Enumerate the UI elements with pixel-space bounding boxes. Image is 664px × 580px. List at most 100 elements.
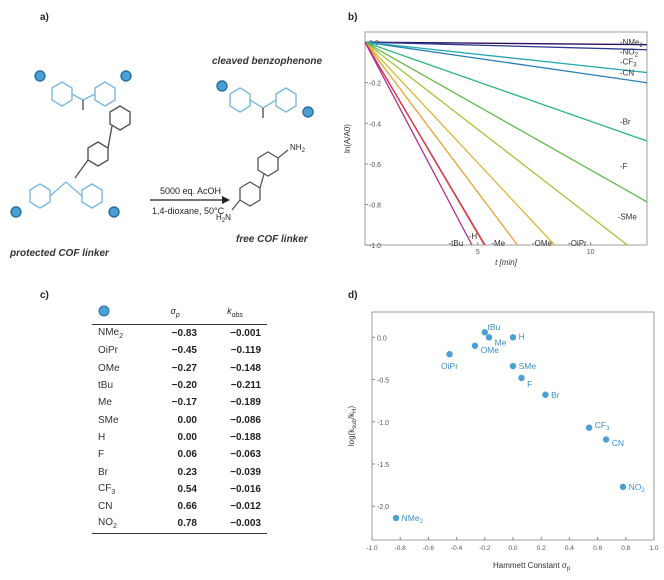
panel-label-c: c) xyxy=(40,290,49,301)
y-tick-label-b: -0.4 xyxy=(369,121,381,128)
series-line xyxy=(364,41,648,46)
table-row: H 0.00 −0.188 xyxy=(92,429,267,446)
substituent-cell: OMe xyxy=(98,362,120,374)
table-row: tBu−0.20−0.211 xyxy=(92,377,267,394)
substituent-cell: NO2 xyxy=(92,515,148,534)
nh2-bottom-label: H2N xyxy=(216,213,231,224)
k-obs-cell: −0.189 xyxy=(230,397,261,409)
data-point xyxy=(446,351,453,358)
x-tick-label-d: 1.0 xyxy=(649,545,658,552)
data-point xyxy=(602,436,610,443)
substituent-cell: F xyxy=(98,449,105,461)
y-tick-label-b: -0.2 xyxy=(369,81,381,88)
series-label: -H xyxy=(469,232,478,241)
substituent-cell: Me xyxy=(98,397,112,409)
series-label: -SMe xyxy=(618,213,638,222)
k-obs-cell: −0.003 xyxy=(202,515,267,534)
data-point xyxy=(542,391,549,398)
data-point xyxy=(485,334,493,341)
protected-linker-label: protected COF linker xyxy=(9,248,110,259)
k-obs-cell: −0.211 xyxy=(230,380,261,392)
x-tick-label-d: 0.4 xyxy=(565,545,574,552)
k-obs-cell: −0.119 xyxy=(230,345,261,357)
k-obs-cell: −0.086 xyxy=(230,414,261,426)
y-axis-label-b: ln(A/A0) xyxy=(343,124,352,153)
x-tick-label-d: -0.8 xyxy=(395,545,407,552)
data-point xyxy=(518,374,525,382)
sigma-cell: 0.00 xyxy=(177,414,197,426)
series-line xyxy=(364,41,648,51)
substituent-header-icon xyxy=(92,300,148,325)
arrow-head xyxy=(222,196,230,204)
substituent-cell: NMe2 xyxy=(98,327,124,341)
substituent-cell: OiPr xyxy=(98,345,118,357)
point-label: F xyxy=(527,379,532,389)
x-tick-label-d: 0.6 xyxy=(593,545,602,552)
point-label: Me xyxy=(495,337,507,347)
k-obs-cell: −0.063 xyxy=(230,449,261,461)
sigma-cell: −0.45 xyxy=(171,345,197,357)
sigma-cell: −0.27 xyxy=(171,362,197,374)
x-tick-label-b: 10 xyxy=(587,249,595,256)
plot-frame-d xyxy=(371,311,655,541)
point-label: OMe xyxy=(481,345,500,355)
k-obs-cell: −0.188 xyxy=(230,431,261,443)
x-tick-label-d: -0.4 xyxy=(451,545,463,552)
reaction-scheme: 5000 eq. AcOH 1,4-dioxane, 50°C cleaved … xyxy=(9,56,322,259)
point-label: tBu xyxy=(488,322,501,332)
sigma-cell: 0.66 xyxy=(177,501,197,513)
x-tick-label-d: -0.6 xyxy=(423,545,435,552)
series-line xyxy=(364,41,648,74)
point-label: H xyxy=(519,331,525,341)
sigma-cell: −0.83 xyxy=(171,328,197,340)
x-tick-label-d: -1.0 xyxy=(366,545,378,552)
series-line xyxy=(364,41,628,246)
panel-label-b: b) xyxy=(348,12,358,23)
substituent-cell: H xyxy=(98,431,106,443)
data-point xyxy=(585,424,593,431)
reagent-bottom-label: 1,4-dioxane, 50°C xyxy=(152,206,225,216)
series-label: -CF3 xyxy=(620,57,637,68)
x-axis-label-d: Hammett Constant σp xyxy=(493,561,571,572)
table-row: NMe2 −0.83 −0.001 xyxy=(92,325,267,343)
y-tick-label-b: -1.0 xyxy=(369,243,381,250)
table-row: OMe −0.27 −0.148 xyxy=(92,360,267,377)
point-label: CN xyxy=(612,438,624,448)
point-label: Br xyxy=(551,390,560,400)
sigma-cell: −0.17 xyxy=(171,397,197,409)
free-linker-structure xyxy=(231,149,289,211)
cleaved-benzophenone-structure xyxy=(216,80,314,118)
sigma-cell: 0.23 xyxy=(177,466,197,478)
series-line xyxy=(364,41,518,246)
series-line xyxy=(364,41,648,203)
series-label: -NMe2 xyxy=(620,38,644,49)
panel-label-d: d) xyxy=(348,290,358,301)
cleaved-benzophenone-label: cleaved benzophenone xyxy=(212,56,322,67)
nh2-top-label: NH2 xyxy=(290,143,306,154)
series-line xyxy=(364,41,556,246)
table-row: OiPr −0.45 −0.119 xyxy=(92,342,267,359)
y-tick-label-d: -2.0 xyxy=(377,504,389,511)
k-obs-cell: −0.016 xyxy=(230,483,261,495)
k-obs-header: kobs xyxy=(202,300,267,325)
x-tick-label-d: 0.8 xyxy=(621,545,630,552)
table-row: Me −0.17 −0.189 xyxy=(92,394,267,411)
x-axis-label-b: t [min] xyxy=(495,258,518,267)
substituent-cell: CN xyxy=(98,501,113,513)
data-point xyxy=(509,334,517,341)
series-line xyxy=(364,41,648,84)
k-obs-cell: −0.148 xyxy=(230,362,261,374)
free-linker-label: free COF linker xyxy=(236,234,309,245)
sigma-cell: 0.00 xyxy=(177,431,197,443)
sigma-header: σp xyxy=(147,300,203,325)
data-point xyxy=(619,483,627,490)
series-label: -OiPr xyxy=(568,239,587,248)
data-point xyxy=(392,514,400,522)
y-tick-label-d: 0.0 xyxy=(377,335,387,342)
k-obs-cell: −0.001 xyxy=(230,328,261,340)
y-tick-label-d: -0.5 xyxy=(377,378,389,385)
